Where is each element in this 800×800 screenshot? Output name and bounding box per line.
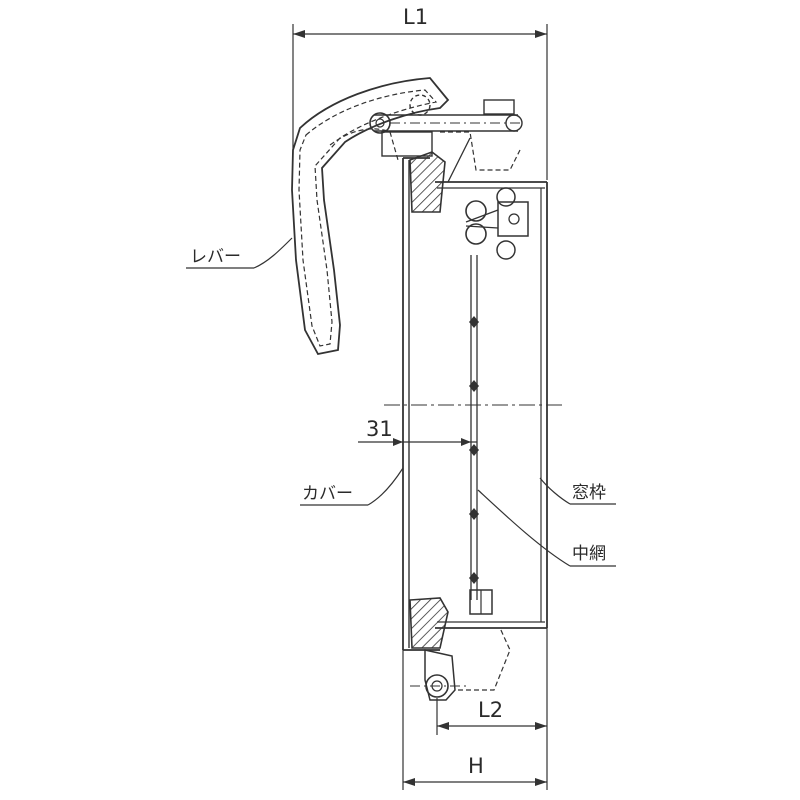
- roller-mechanism: [465, 187, 529, 260]
- label-lever: レバー: [190, 247, 241, 267]
- mid-screen: [469, 255, 493, 615]
- dimension-31: 31: [358, 417, 477, 446]
- leader-cover: カバー: [300, 467, 404, 506]
- dimension-31-label: 31: [366, 417, 393, 441]
- dimension-l1-label: L1: [403, 5, 428, 29]
- dimension-l1: L1: [292, 5, 548, 180]
- main-frame: [402, 151, 548, 651]
- dimension-h-label: H: [468, 754, 484, 778]
- dimension-l2-label: L2: [478, 698, 503, 722]
- dimension-l2: L2: [436, 628, 548, 790]
- dimension-h: H: [402, 650, 547, 790]
- leader-lever: レバー: [186, 237, 293, 269]
- leader-mid-screen: 中網: [477, 489, 616, 567]
- bottom-hinge: [410, 627, 511, 701]
- top-hinge: [369, 99, 523, 183]
- label-cover: カバー: [302, 484, 353, 504]
- label-mid-screen: 中網: [572, 544, 606, 564]
- label-window-frame: 窓枠: [572, 483, 606, 503]
- leader-window-frame: 窓枠: [539, 477, 616, 505]
